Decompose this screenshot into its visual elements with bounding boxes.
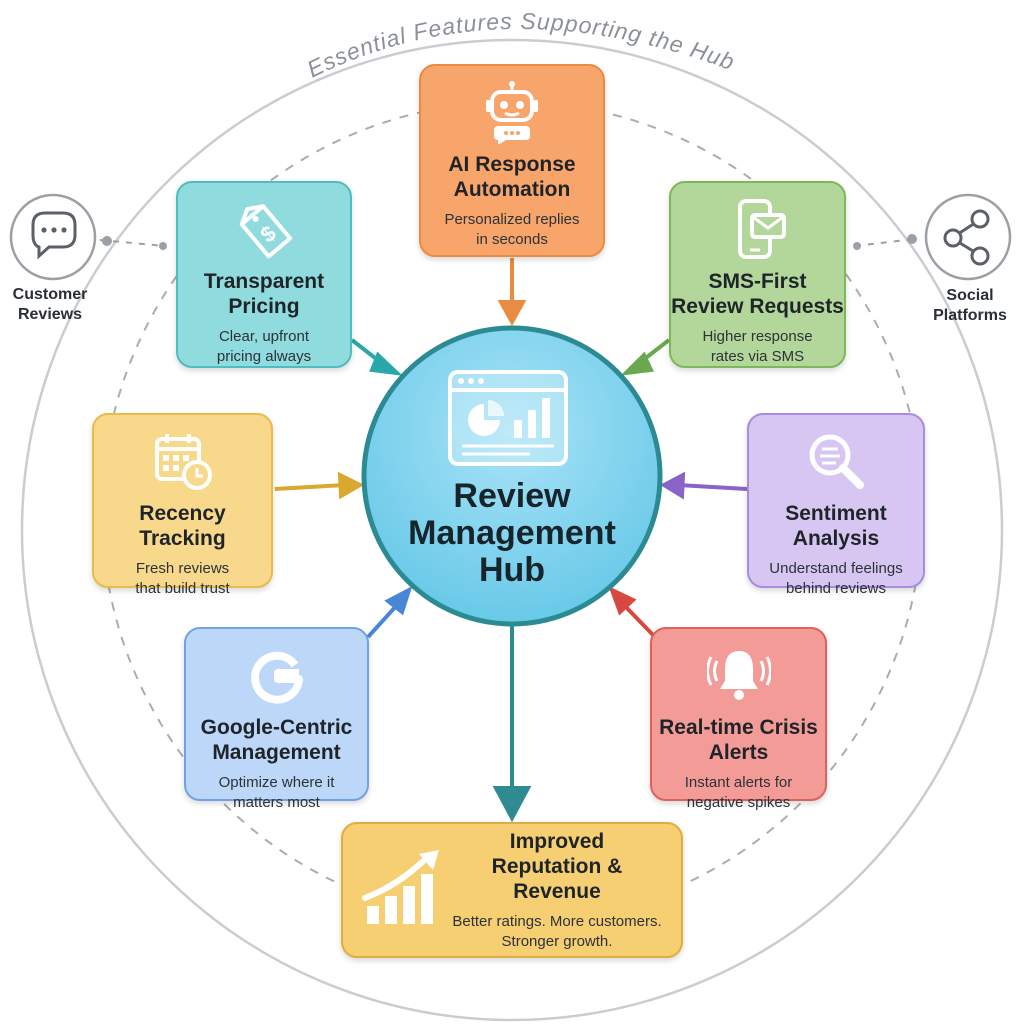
social-platforms-label: Social Platforms [920,286,1020,326]
feature-title: AI Response Automation [448,152,575,202]
feature-card-recency-tracking: Recency Tracking Fresh reviews that buil… [92,413,273,597]
text-line: Pricing [228,295,300,318]
text-line: Sentiment [785,502,887,525]
text-line: Understand feelings [769,560,903,577]
text-line: that build trust [135,580,230,597]
text-line: pricing always [216,348,312,365]
feature-description: Higher response rates via SMS [702,327,812,367]
feature-title: Transparent Pricing [204,269,324,319]
text-line: behind reviews [785,580,887,597]
text-line: Customer [12,286,88,303]
text-line: Personalized replies [444,211,580,228]
feature-description: Instant alerts for negative spikes [685,773,793,813]
feature-title: Real-time Crisis Alerts [659,715,818,765]
magnifier-icon [809,434,864,489]
arrow-google [366,585,413,639]
feature-description: Understand feelings behind reviews [769,559,902,599]
text-line: Tracking [139,527,226,550]
feature-title: Recency Tracking [139,501,225,551]
text-line: Review [453,477,571,515]
text-line: Hub [478,551,546,589]
customer-reviews-node [9,193,97,281]
text-line: Management [408,514,616,552]
text-line: Reviews [17,306,83,323]
arrow-sms [620,338,671,376]
social-platforms-node [924,193,1012,281]
text-line: Reputation & Revenue [491,854,623,903]
arrow-ai [497,258,527,327]
arrows [274,258,748,823]
dashboard-icon [448,370,568,466]
feature-card-transparent-pricing: $ Transparent Pricing Clear, upfront pri… [176,181,352,368]
chat-bubble-icon [31,211,77,260]
text-line: Stronger growth. [501,932,613,950]
text-line: AI Response [448,153,576,176]
feature-description: Personalized replies in seconds [444,210,579,250]
outcome-description: Better ratings. More customers. Stronger… [452,912,661,952]
customer-reviews-label: Customer Reviews [2,285,98,325]
text-line: Higher response [702,328,813,345]
calendar-clock-icon [154,434,212,490]
phone-message-icon [737,199,786,259]
feature-description: Clear, upfront pricing always [217,327,311,367]
feature-card-sentiment-analysis: Sentiment Analysis Understand feelings b… [747,413,925,597]
social-platforms-connector [853,234,917,250]
text-line: Transparent [203,270,325,293]
text-line: Management [212,741,341,764]
price-tag-icon: $ [239,204,293,259]
text-line: Analysis [792,527,880,550]
hub-title: Review Management Hub [380,478,644,589]
feature-title: Sentiment Analysis [785,501,887,551]
text-line: Recency [139,502,226,525]
growth-chart-icon [362,850,439,924]
outcome-title: Improved Reputation & Revenue [445,829,669,904]
arrow-outcome [492,624,532,823]
robot-chat-icon [486,81,538,144]
text-line: matters most [233,794,320,811]
feature-description: Optimize where it matters most [219,773,335,813]
text-line: Optimize where it [218,774,335,791]
outer-ring [20,38,1004,1022]
text-line: Google-Centric [200,716,353,739]
arrow-sentiment [659,471,748,500]
customer-reviews-connector [99,236,167,250]
alarm-bell-icon [706,651,771,700]
feature-title: SMS-First Review Requests [671,269,844,319]
hub-circle [361,325,663,627]
text-line: Social [946,287,994,304]
share-icon [943,209,990,266]
feature-card-sms-first: SMS-First Review Requests Higher respons… [669,181,846,368]
feature-description: Fresh reviews that build trust [135,559,229,599]
feature-card-ai-response: AI Response Automation Personalized repl… [419,64,605,257]
text-line: Automation [453,178,571,201]
text-line: SMS-First [708,270,807,293]
text-line: rates via SMS [710,348,805,365]
arrow-recency [274,471,365,500]
arrow-pricing [350,338,403,376]
arrow-alerts [608,586,657,639]
text-line: Fresh reviews [135,560,230,577]
text-line: Instant alerts for [684,774,793,791]
text-line: Improved [509,829,605,853]
text-line: negative spikes [686,794,791,811]
text-line: Real-time Crisis [659,716,818,739]
feature-card-google-centric: Google-Centric Management Optimize where… [184,627,369,811]
google-g-icon [250,651,303,704]
text-line: Alerts [708,741,769,764]
text-line: in seconds [476,231,548,248]
text-line: Platforms [933,307,1007,324]
text-line: Clear, upfront [218,328,310,345]
feature-title: Google-Centric Management [201,715,353,765]
feature-card-crisis-alerts: Real-time Crisis Alerts Instant alerts f… [650,627,827,811]
text-line: Better ratings. More customers. [452,912,662,930]
text-line: Review Requests [671,295,844,318]
outcome-card-reputation-revenue: Improved Reputation & Revenue Better rat… [341,822,683,958]
